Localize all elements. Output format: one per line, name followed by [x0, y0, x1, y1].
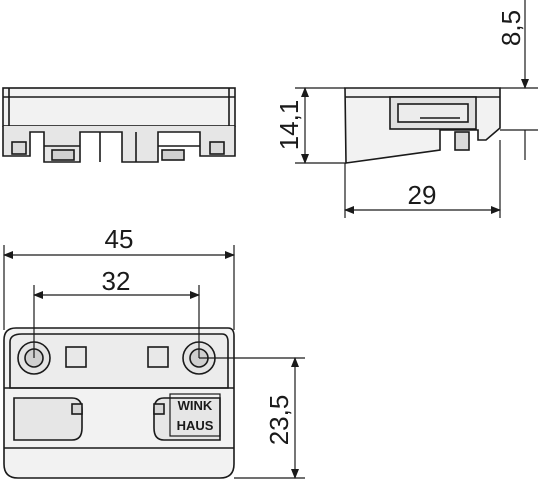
plan-view-dimensions: [3, 245, 305, 479]
dim-side-width: 29: [408, 180, 437, 210]
winkhaus-logo: WINK HAUS: [169, 393, 221, 437]
dim-hole-spacing: 32: [102, 266, 131, 296]
side-view-dimensions: [295, 0, 538, 218]
left-square: [65, 346, 87, 368]
dim-side-height: 14,1: [274, 100, 304, 151]
dim-side-height-top: 8,5: [496, 10, 526, 46]
logo-line2: HAUS: [177, 418, 214, 433]
front-view: [2, 87, 236, 163]
dim-plan-width: 45: [105, 224, 134, 254]
side-view: [344, 87, 501, 164]
right-square: [147, 346, 169, 368]
dim-plan-height: 23,5: [264, 395, 294, 446]
logo-line1: WINK: [178, 398, 213, 413]
plan-view: [3, 327, 235, 479]
